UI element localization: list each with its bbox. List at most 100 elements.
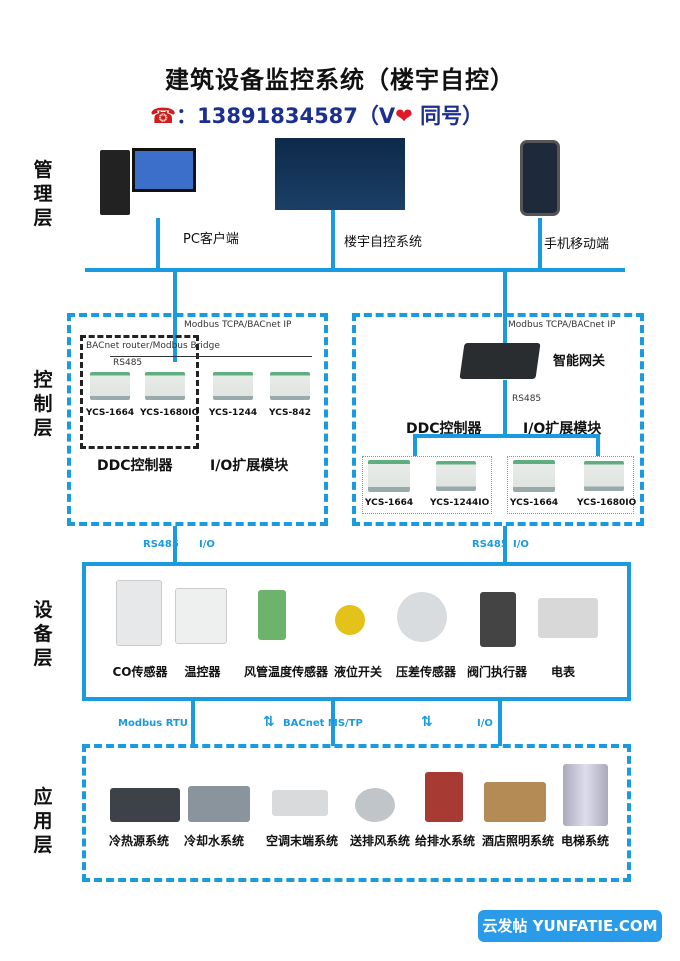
connector <box>331 210 335 270</box>
device-label: 温控器 <box>184 665 221 679</box>
application-label: 冷却水系统 <box>184 834 245 848</box>
co-sensor-image <box>116 580 162 646</box>
bus-label: RS485 <box>113 358 143 368</box>
bidirectional-arrow-icon: ⇅ <box>263 714 275 730</box>
link-label: Modbus RTU <box>118 718 188 729</box>
connector <box>331 700 335 746</box>
same-number-label: 同号） <box>412 104 484 128</box>
link-label: I/O <box>477 718 493 729</box>
module-image <box>90 372 130 400</box>
device-label: 阀门执行器 <box>466 665 527 679</box>
link-label: RS485 <box>472 539 508 550</box>
module-label: YCS-842 <box>269 408 311 418</box>
module-image <box>270 372 310 400</box>
ahu-image <box>272 790 328 816</box>
level-switch-image <box>335 605 365 635</box>
application-label: 酒店照明系统 <box>482 834 555 848</box>
module-image <box>436 461 476 491</box>
connector <box>498 700 502 746</box>
device-label: CO传感器 <box>112 665 168 679</box>
thermostat-image <box>175 588 227 644</box>
gateway-label: 智能网关 <box>553 354 606 369</box>
module-image <box>584 461 624 491</box>
connector <box>191 700 195 746</box>
heart-icon: ❤ <box>395 104 413 128</box>
connector <box>503 526 507 564</box>
mobile-phone-image <box>520 140 560 216</box>
valve-actuator-image <box>480 592 516 647</box>
layer-management: 管理层 <box>33 159 53 229</box>
bridge-label: BACnet router/Modbus Bridge <box>86 341 220 351</box>
connector <box>503 380 507 436</box>
gateway-image <box>459 343 541 379</box>
module-label: YCS-1680IO <box>140 408 200 418</box>
wechat-label: （V <box>357 104 396 128</box>
elevator-image <box>563 764 608 826</box>
bas-label: 楼宇自控系统 <box>344 235 423 250</box>
module-image <box>145 372 185 400</box>
module-label: YCS-1680IO <box>577 498 637 508</box>
water-pump-image <box>425 772 463 822</box>
io-label: I/O扩展模块 <box>523 421 602 437</box>
meter-image <box>538 598 598 638</box>
module-label: YCS-1244IO <box>430 498 490 508</box>
connector <box>173 526 177 564</box>
colon: ： <box>176 104 198 128</box>
application-label: 电梯系统 <box>560 834 609 848</box>
rs485-bus <box>110 356 312 357</box>
application-label: 空调末端系统 <box>266 834 339 848</box>
telephone-icon: ☎ <box>150 104 177 128</box>
device-label: 压差传感器 <box>395 665 456 679</box>
link-label: I/O <box>199 539 215 550</box>
cooling-water-image <box>188 786 250 822</box>
layer-control: 控制层 <box>33 369 53 439</box>
protocol-label: Modbus TCPA/BACnet IP <box>184 320 292 330</box>
control-left-box <box>67 313 328 526</box>
connector <box>156 218 160 270</box>
bidirectional-arrow-icon: ⇅ <box>421 714 433 730</box>
connector <box>503 270 507 350</box>
module-label: YCS-1664 <box>364 498 414 508</box>
layer-device: 设备层 <box>33 599 53 669</box>
module-image <box>368 460 410 492</box>
device-layer-box <box>82 562 631 701</box>
io-label: I/O扩展模块 <box>210 458 289 474</box>
device-label: 液位开关 <box>333 665 382 679</box>
contact-line: ☎：13891834587（V❤ 同号） <box>150 100 483 130</box>
connector <box>596 434 600 456</box>
control-right-box <box>352 313 644 526</box>
pressure-sensor-image <box>397 592 447 642</box>
duct-sensor-image <box>258 590 286 640</box>
module-label: YCS-1244 <box>208 408 258 418</box>
pc-monitor-image <box>132 148 196 192</box>
protocol-label: Modbus TCPA/BACnet IP <box>508 320 616 330</box>
bridge-box <box>80 335 199 449</box>
pc-client-label: PC客户端 <box>183 232 239 247</box>
bas-screen-image <box>275 138 405 210</box>
connector <box>538 218 542 270</box>
mobile-label: 手机移动端 <box>544 237 610 252</box>
watermark: 云发帖 YUNFATIE.COM <box>478 910 662 942</box>
module-group <box>362 456 492 514</box>
module-image <box>513 460 555 492</box>
layer-application: 应用层 <box>33 786 53 856</box>
module-label: YCS-1664 <box>85 408 135 418</box>
bus-label: RS485 <box>512 394 542 404</box>
hotel-room-image <box>484 782 546 822</box>
phone-number: 13891834587 <box>197 104 358 128</box>
pc-tower-image <box>100 150 130 215</box>
ethernet-bus <box>85 268 625 272</box>
application-layer-box <box>82 744 631 882</box>
application-label: 送排风系统 <box>350 834 411 848</box>
module-image <box>213 372 253 400</box>
device-label: 电表 <box>550 665 575 679</box>
connector <box>413 434 600 438</box>
fan-image <box>355 788 395 822</box>
device-label: 风管温度传感器 <box>243 665 328 679</box>
module-group <box>507 456 634 514</box>
ddc-label: DDC控制器 <box>406 421 482 437</box>
application-label: 冷热源系统 <box>108 834 169 848</box>
link-label: BACnet MS/TP <box>283 718 363 729</box>
connector <box>413 434 417 456</box>
link-label: I/O <box>513 539 529 550</box>
